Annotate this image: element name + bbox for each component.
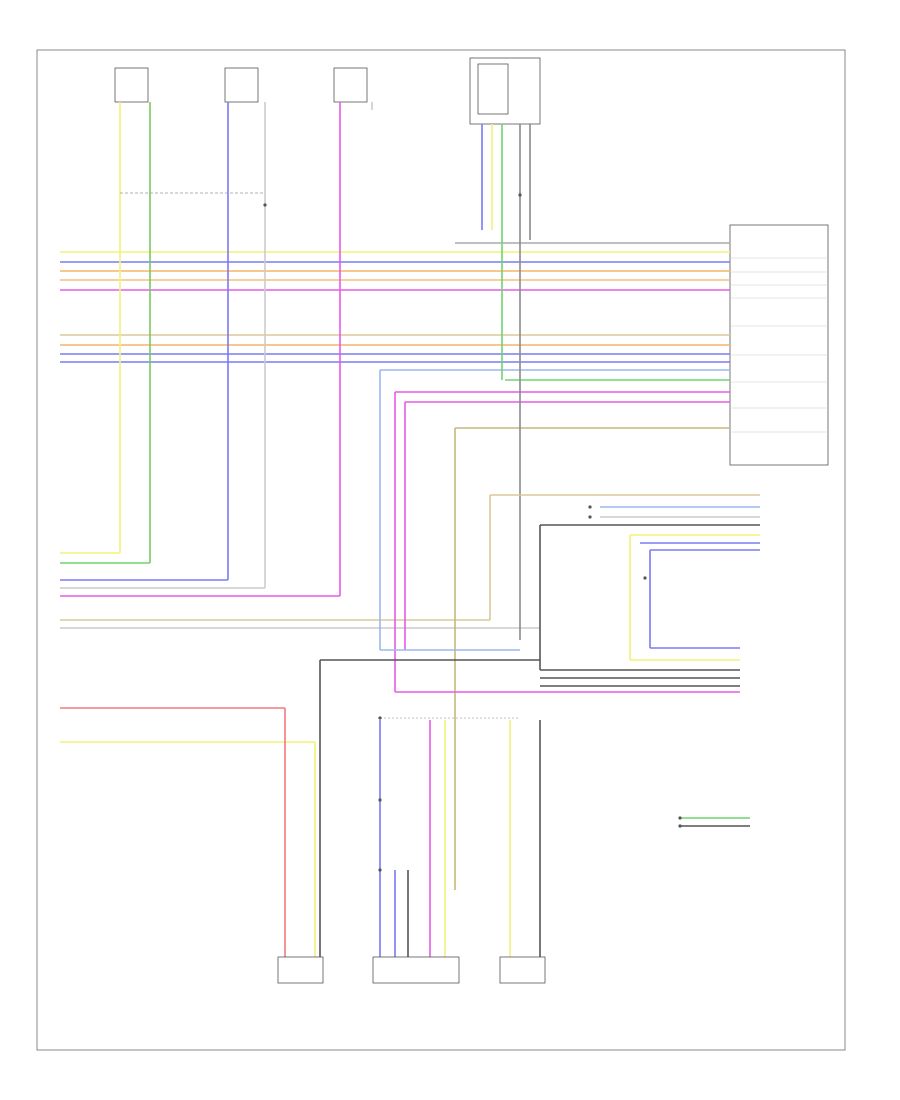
top-module-2 [224, 67, 259, 103]
right-module-pin-lines [730, 257, 828, 433]
top-module-3 [333, 67, 368, 103]
right-module-box [729, 224, 829, 466]
lower-left-bus [60, 552, 540, 743]
mid-right-wires [490, 494, 760, 660]
lower-drops [284, 708, 541, 960]
bottom-right-connector [678, 816, 750, 828]
diagram-frame [36, 49, 846, 1051]
horizontal-bus [60, 242, 730, 429]
top-module-1 [114, 67, 149, 103]
bottom-box-left [277, 956, 324, 984]
bottom-box-right [499, 956, 546, 984]
splice-points [263, 193, 647, 872]
top-module-4 [469, 57, 541, 125]
vertical-drops [119, 102, 541, 890]
lower-right-wires [319, 647, 740, 960]
bottom-box-mid [372, 956, 460, 984]
